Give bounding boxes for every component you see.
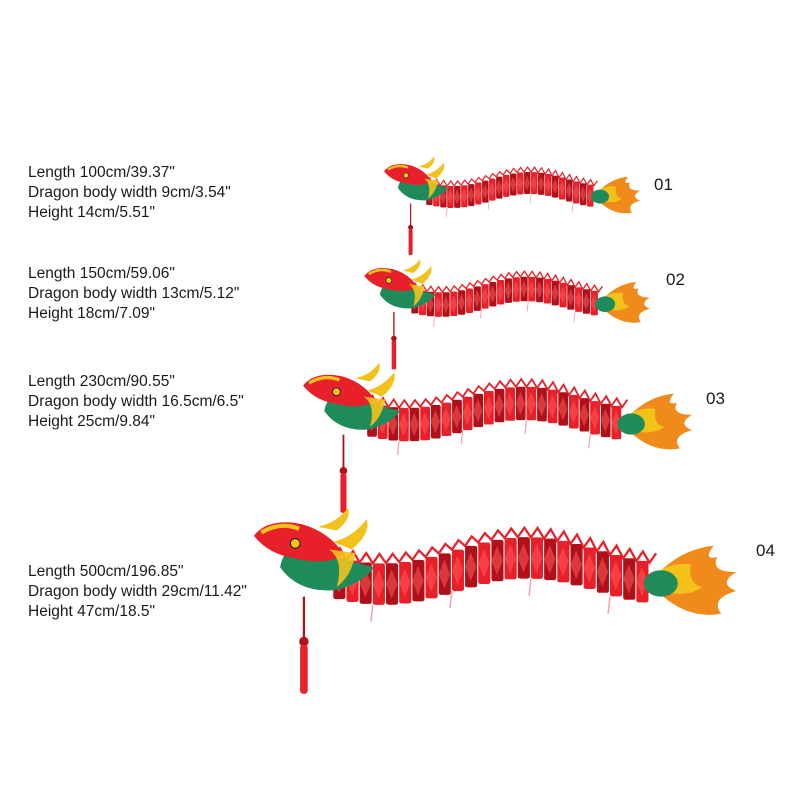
dragon-garland-icon-04 (253, 507, 737, 694)
item-number-01: 01 (654, 175, 673, 194)
spec-block-02: Length 150cm/59.06" Dragon body width 13… (28, 264, 239, 324)
spec-block-04: Length 500cm/196.85" Dragon body width 2… (28, 562, 247, 622)
spec-height: Height 47cm/18.5" (28, 603, 155, 620)
dragon-garland-icon-03 (303, 363, 692, 513)
item-number-03: 03 (706, 389, 725, 408)
spec-length: Length 100cm/39.37" (28, 164, 175, 181)
spec-height: Height 25cm/9.84" (28, 413, 155, 430)
spec-body-width: Dragon body width 29cm/11.42" (28, 583, 247, 600)
item-number-04: 04 (756, 541, 775, 560)
spec-block-01: Length 100cm/39.37" Dragon body width 9c… (28, 163, 231, 223)
spec-length: Length 150cm/59.06" (28, 265, 175, 282)
dragon-garland-icon-02 (364, 259, 650, 370)
spec-height: Height 14cm/5.51" (28, 204, 155, 221)
item-number-02: 02 (666, 270, 685, 289)
dragon-garland-icon-01 (384, 156, 640, 256)
spec-body-width: Dragon body width 13cm/5.12" (28, 285, 240, 302)
spec-body-width: Dragon body width 16.5cm/6.5" (28, 393, 244, 410)
spec-length: Length 230cm/90.55" (28, 373, 175, 390)
spec-length: Length 500cm/196.85" (28, 563, 184, 580)
spec-body-width: Dragon body width 9cm/3.54" (28, 184, 231, 201)
spec-block-03: Length 230cm/90.55" Dragon body width 16… (28, 372, 244, 432)
spec-height: Height 18cm/7.09" (28, 305, 155, 322)
